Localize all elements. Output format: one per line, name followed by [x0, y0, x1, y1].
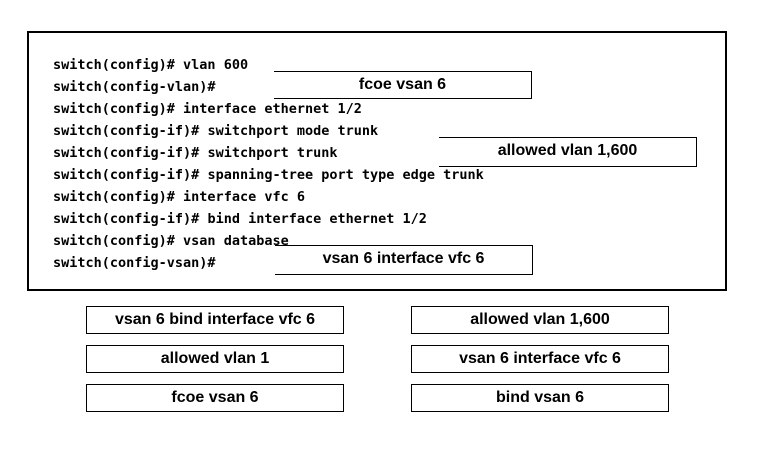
cli-prompt: switch(config)#	[53, 101, 175, 117]
option-allowed-vlan-1[interactable]: allowed vlan 1	[86, 345, 344, 373]
option-vsan-interface-vfc[interactable]: vsan 6 interface vfc 6	[411, 345, 669, 373]
cli-command: vsan database	[174, 233, 289, 249]
cli-line: switch(config)# vlan 600	[53, 56, 248, 74]
cli-prompt: switch(config-vsan)#	[53, 255, 216, 271]
cli-line: switch(config)# vsan database	[53, 232, 289, 250]
cli-prompt: switch(config-if)#	[53, 145, 200, 161]
cli-prompt: switch(config-vlan)#	[53, 79, 216, 95]
cli-prompt: switch(config)#	[53, 233, 175, 249]
cli-command: bind interface ethernet 1/2	[199, 211, 427, 227]
cli-prompt: switch(config)#	[53, 189, 175, 205]
cli-command: switchport trunk	[199, 145, 338, 161]
cli-line: switch(config-if)# switchport trunk	[53, 144, 337, 162]
cli-line: switch(config)# interface ethernet 1/2	[53, 100, 362, 118]
cli-command: switchport mode trunk	[199, 123, 379, 139]
cli-line: switch(config-if)# spanning-tree port ty…	[53, 166, 484, 184]
cli-command: vlan 600	[174, 57, 249, 73]
option-allowed-vlan-1-600[interactable]: allowed vlan 1,600	[411, 306, 669, 334]
cli-prompt: switch(config-if)#	[53, 211, 200, 227]
option-bind-vsan[interactable]: bind vsan 6	[411, 384, 669, 412]
cli-command: spanning-tree port type edge trunk	[199, 167, 484, 183]
cli-line: switch(config-if)# switchport mode trunk	[53, 122, 378, 140]
cli-prompt: switch(config)#	[53, 57, 175, 73]
cli-command: interface vfc 6	[174, 189, 305, 205]
cli-line: switch(config)# interface vfc 6	[53, 188, 305, 206]
answer-slot-vsan[interactable]: vsan 6 interface vfc 6	[275, 245, 533, 275]
cli-line: switch(config-vlan)#	[53, 78, 216, 96]
cli-line: switch(config-if)# bind interface ethern…	[53, 210, 427, 228]
cli-config-panel: switch(config)# vlan 600 switch(config-v…	[27, 31, 727, 291]
option-vsan-bind-interface[interactable]: vsan 6 bind interface vfc 6	[86, 306, 344, 334]
option-fcoe-vsan[interactable]: fcoe vsan 6	[86, 384, 344, 412]
cli-line: switch(config-vsan)#	[53, 254, 216, 272]
answer-slot-trunk[interactable]: allowed vlan 1,600	[439, 137, 697, 167]
cli-prompt: switch(config-if)#	[53, 167, 200, 183]
answer-slot-vlan[interactable]: fcoe vsan 6	[274, 71, 532, 99]
cli-prompt: switch(config-if)#	[53, 123, 200, 139]
cli-command: interface ethernet 1/2	[174, 101, 362, 117]
